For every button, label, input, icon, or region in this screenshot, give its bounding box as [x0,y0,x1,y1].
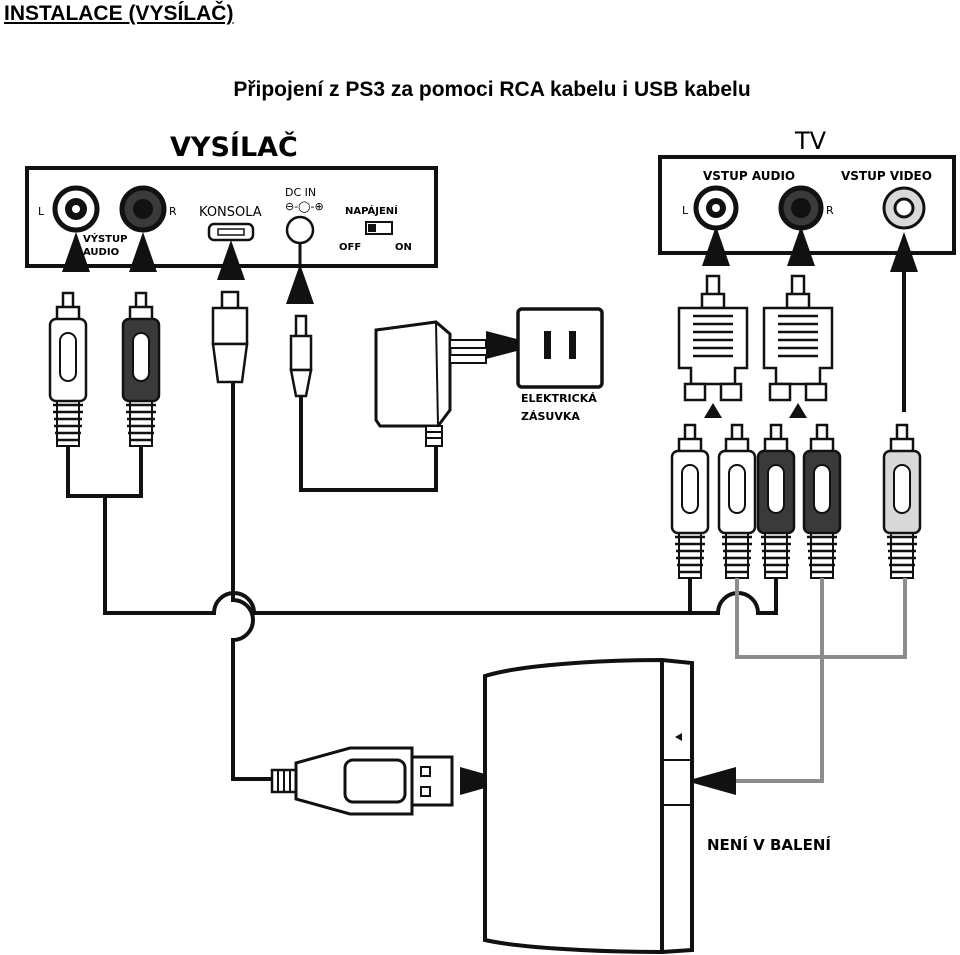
rca-plug-tv-3 [756,423,796,580]
console-not-included-label: NENÍ V BALENÍ [707,835,831,854]
rca-plug-tv-4 [802,423,842,580]
diagram-title: Připojení z PS3 za pomoci RCA kabelu i U… [233,78,751,101]
wall-outlet [516,307,604,389]
dc-in-jack [285,215,315,245]
audio-out-label-2: AUDIO [83,247,119,258]
rca-plug-left [48,291,88,448]
tv-audio-in-label: VSTUP AUDIO [703,169,795,183]
arrow-tv-audio-left [702,226,730,266]
transmitter-right-label: R [169,205,177,218]
rca-plug-right [121,291,161,448]
outlet-label-2: ZÁSUVKA [521,410,580,423]
usb-plug-console [270,746,454,816]
arrow-ps3-av [686,767,736,795]
rca-plug-tv-2 [717,423,757,580]
outlet-label-1: ELEKTRICKÁ [521,392,597,405]
rca-plug-tv-1 [670,423,710,580]
dc-plug [289,314,313,398]
eject-icon [675,733,682,741]
tv-left-label: L [682,204,689,217]
tv-name: TV [794,127,827,155]
ps3-console [483,657,694,955]
cables [66,382,907,783]
transmitter-name: VYSÍLAČ [170,131,298,163]
power-on-label: ON [395,242,412,253]
power-off-label: OFF [339,242,361,253]
console-port-label: KONSOLA [199,205,262,220]
rca-plug-tv-video [882,423,922,580]
tv-right-label: R [826,204,834,217]
splitter-right [762,274,834,402]
audio-out-label-1: VÝSTUP [83,232,127,245]
dc-in-label: DC IN [285,186,316,199]
arrow-outlet [486,331,540,359]
section-heading: INSTALACE (VYSÍLAČ) [4,2,234,25]
power-adapter [374,320,487,447]
usb-plug-transmitter [211,290,249,384]
splitter-left [677,274,749,402]
transmitter-left-label: L [38,205,45,218]
arrow-tv-audio-right [787,226,815,266]
arrow-dc [286,264,314,304]
power-label: NAPÁJENÍ [345,204,398,217]
dc-polarity-icon: ⊖-◯-⊕ [285,200,324,213]
tv-video-in-label: VSTUP VIDEO [841,169,932,183]
arrow-right-audio [129,232,157,272]
arrow-usb [217,240,245,280]
